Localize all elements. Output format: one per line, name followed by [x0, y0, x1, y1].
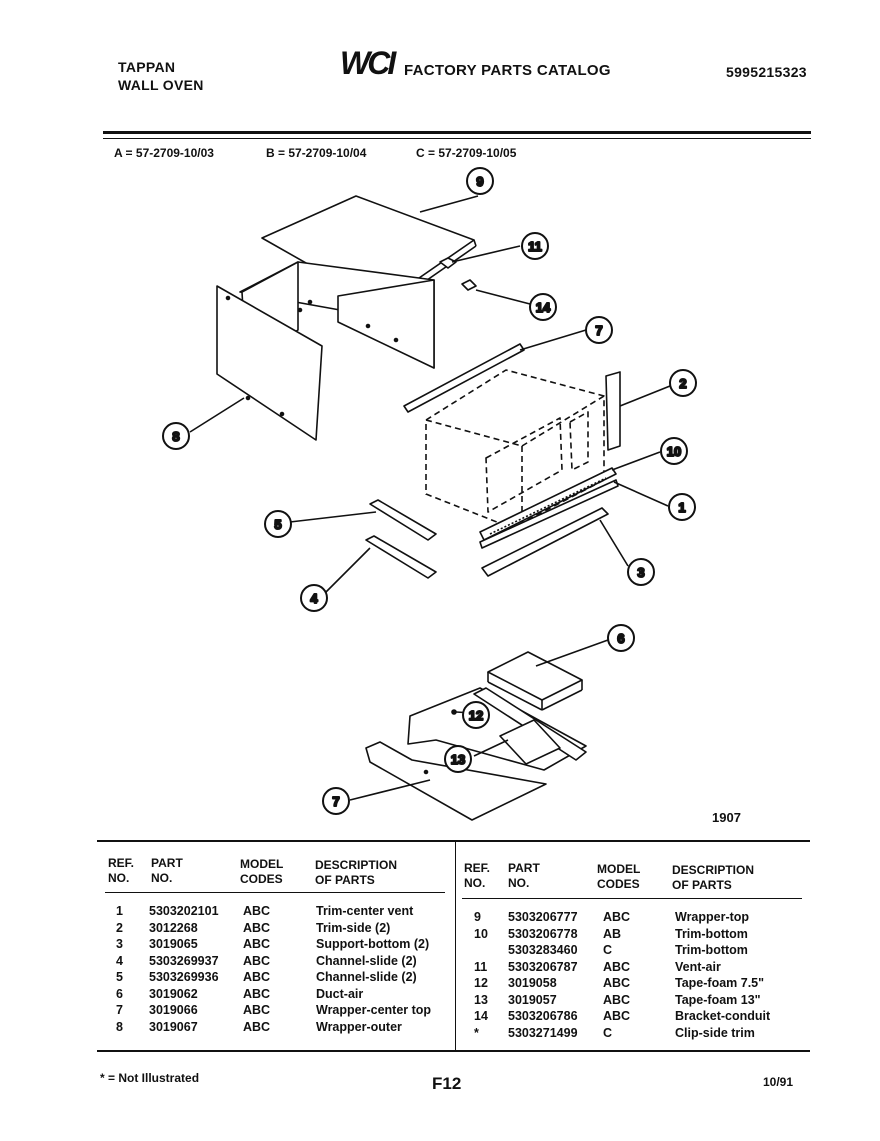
svg-text:10: 10: [667, 444, 681, 459]
trim-bottom-part: [479, 467, 619, 549]
channel-slide-upper-part: [369, 499, 437, 541]
right-ref-header: REF.NO.: [464, 861, 491, 890]
vent-air-part: [439, 257, 457, 269]
callout-7-upper: 7: [585, 316, 613, 344]
model-a: A = 57-2709-10/03: [114, 146, 214, 160]
svg-text:2: 2: [679, 376, 686, 391]
svg-text:7: 7: [332, 794, 339, 809]
svg-text:1: 1: [678, 500, 685, 515]
wci-logo: WCI: [340, 46, 400, 80]
callout-4: 4: [300, 584, 328, 612]
table-top-rule: [97, 840, 810, 842]
svg-text:7: 7: [595, 323, 602, 338]
table-bottom-rule: [97, 1050, 810, 1052]
svg-text:9: 9: [476, 174, 483, 189]
callout-1: 1: [668, 493, 696, 521]
svg-text:3: 3: [637, 565, 644, 580]
product-name: WALL OVEN: [118, 77, 204, 93]
lower-wrapper-assembly: [365, 687, 587, 821]
callout-9: 9: [466, 167, 494, 195]
brand-block: TAPPAN WALL OVEN: [118, 58, 204, 94]
table-divider: [455, 842, 456, 1050]
callout-8: 8: [162, 422, 190, 450]
wrapper-center-top-part: [403, 343, 525, 413]
wrapper-outer-part: [216, 261, 435, 441]
leader-lines: [189, 195, 671, 801]
right-header-rule: [462, 898, 802, 899]
callouts: 1 2 3 4 5 6 7 8 9 10 11 12 13 14 7: [162, 167, 697, 815]
channel-slide-lower-part: [365, 535, 437, 579]
brand-name: TAPPAN: [118, 59, 176, 75]
catalog-title: FACTORY PARTS CATALOG: [404, 62, 611, 79]
trim-side-part: [605, 371, 621, 451]
svg-text:13: 13: [451, 752, 465, 767]
logo-text: WCI: [340, 46, 397, 80]
svg-text:8: 8: [172, 429, 179, 444]
model-b: B = 57-2709-10/04: [266, 146, 367, 160]
callout-10: 10: [660, 437, 688, 465]
svg-text:11: 11: [528, 239, 542, 254]
svg-text:6: 6: [617, 631, 624, 646]
callout-12: 12: [462, 701, 490, 729]
callout-5: 5: [264, 510, 292, 538]
callout-6: 6: [607, 624, 635, 652]
exploded-parts-diagram: 1 2 3 4 5 6 7 8 9 10 11 12 13 14 7: [162, 167, 697, 821]
svg-text:5: 5: [274, 517, 281, 532]
support-bottom-part: [481, 507, 609, 577]
left-ref-header: REF.NO.: [108, 856, 135, 885]
callout-11: 11: [521, 232, 549, 260]
revision-date: 10/91: [763, 1075, 794, 1089]
document-number: 5995215323: [726, 64, 807, 80]
page-number: F12: [432, 1074, 462, 1093]
bracket-conduit-part: [461, 279, 477, 291]
svg-text:14: 14: [536, 300, 551, 315]
callout-2: 2: [669, 369, 697, 397]
model-c: C = 57-2709-10/05: [416, 146, 517, 160]
figure-number: 1907: [712, 810, 741, 825]
callout-7-lower: 7: [322, 787, 350, 815]
callout-3: 3: [627, 558, 655, 586]
callout-13: 13: [444, 745, 472, 773]
duct-air-part: [487, 651, 583, 711]
svg-text:4: 4: [310, 591, 318, 606]
callout-14: 14: [529, 293, 557, 321]
header-rule-thick: [103, 131, 811, 134]
oven-cavity-outline: [425, 369, 605, 529]
header-rule-thin: [103, 138, 811, 139]
left-header-rule: [105, 892, 445, 893]
svg-text:12: 12: [469, 708, 483, 723]
footnote: * = Not Illustrated: [100, 1071, 200, 1085]
